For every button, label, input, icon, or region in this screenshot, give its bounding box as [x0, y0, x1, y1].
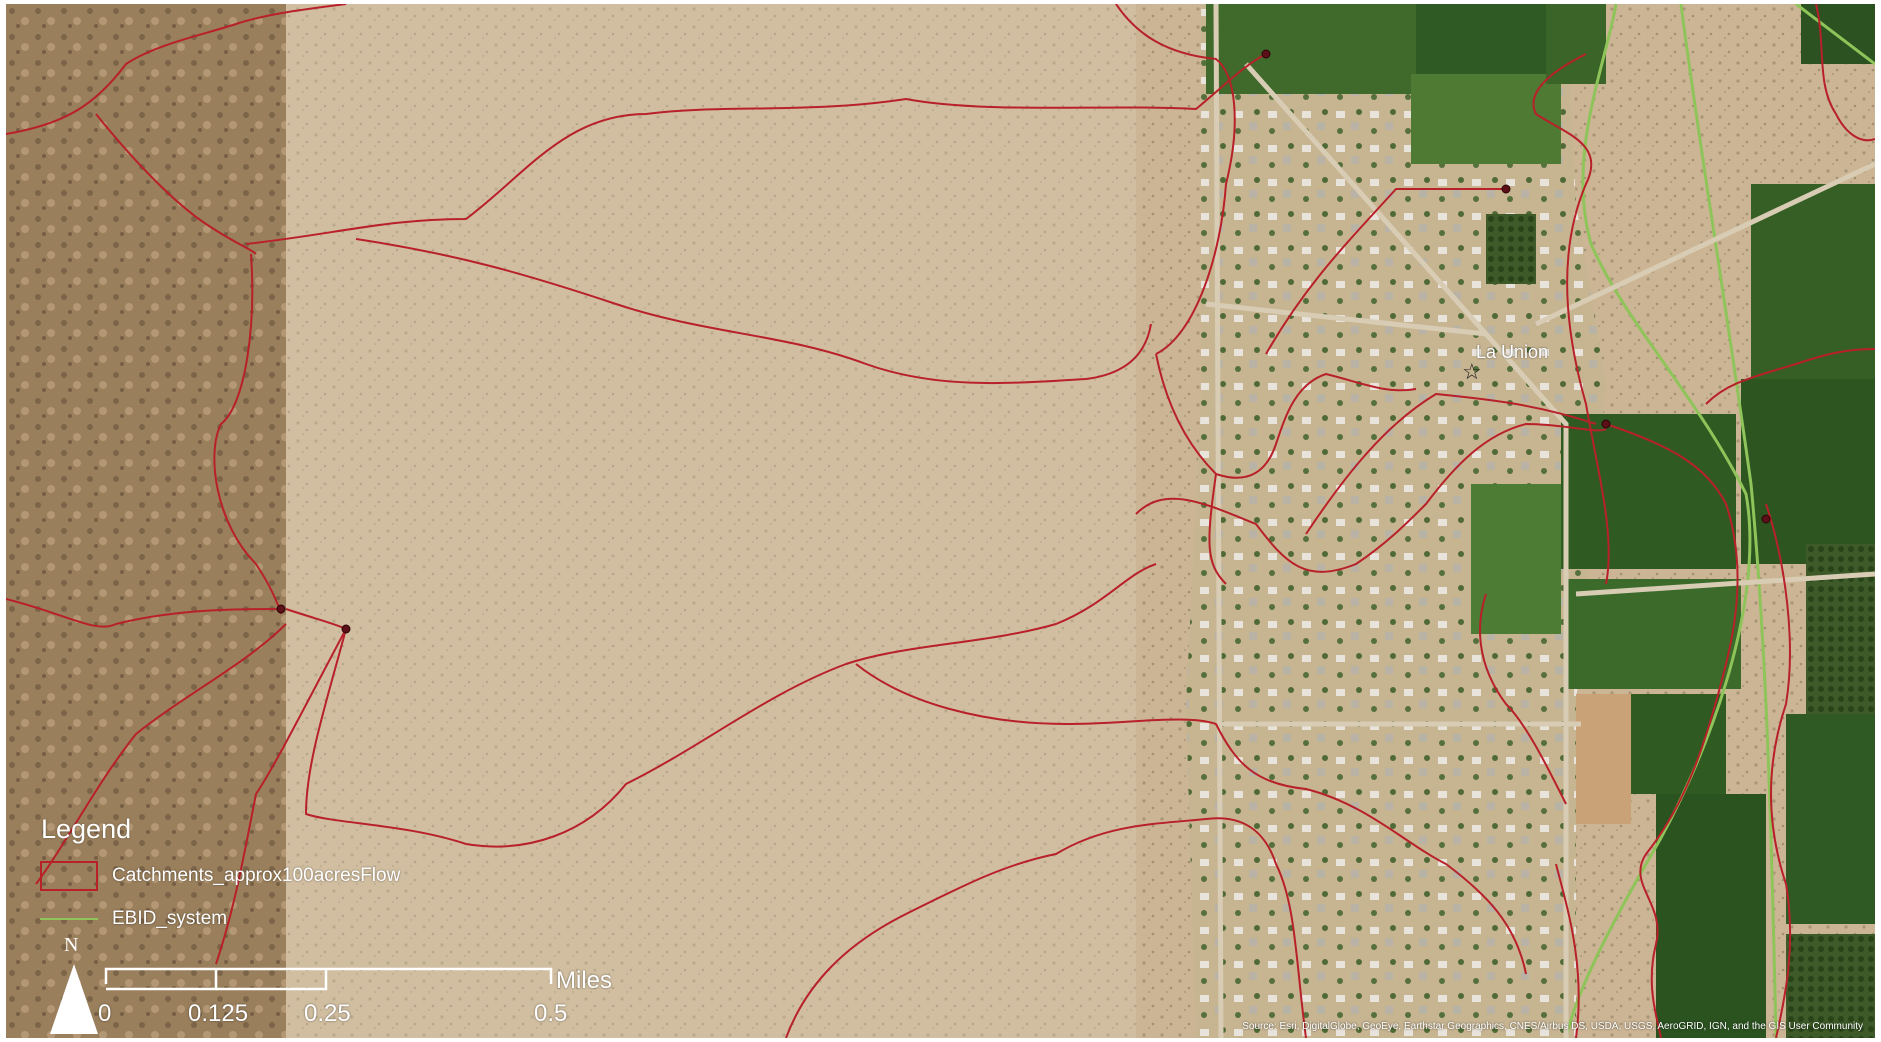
ebid-swatch-icon	[40, 904, 98, 934]
light-desert-band	[286, 4, 1136, 1038]
map-attribution: Source: Esri, DigitalGlobe, GeoEye, Eart…	[1242, 1021, 1863, 1032]
scale-tick-025: 0.25	[304, 1000, 351, 1027]
north-arrow-icon	[50, 964, 98, 1034]
star-icon	[1462, 361, 1482, 383]
place-label-la-union: La Union	[1476, 342, 1549, 362]
legend-label-catchments: Catchments_approx100acresFlow	[112, 865, 401, 886]
catchment-swatch-icon	[40, 861, 98, 891]
outlet-points	[276, 49, 1771, 634]
legend-label-ebid: EBID_system	[112, 908, 228, 929]
scale-units: Miles	[556, 967, 613, 994]
farm-fields	[1206, 4, 1875, 1038]
ebid-canals	[1564, 4, 1875, 1038]
scale-tick-05: 0.5	[534, 1000, 568, 1027]
catchment-boundaries	[6, 4, 1875, 1038]
legend-item-ebid: EBID_system	[40, 902, 227, 936]
scale-bar	[104, 967, 553, 991]
north-label: N	[64, 934, 79, 956]
scale-tick-0: 0	[98, 1000, 112, 1027]
scale-tick-0125: 0.125	[188, 1000, 249, 1027]
roads	[1205, 4, 1875, 1038]
legend-item-catchments: Catchments_approx100acresFlow	[40, 859, 400, 893]
legend-title: Legend	[41, 814, 132, 844]
map-view[interactable]: Legend Catchments_approx100acresFlow EBI…	[6, 4, 1875, 1038]
rocky-hills	[6, 4, 286, 1038]
map-canvas[interactable]	[6, 4, 1875, 1038]
